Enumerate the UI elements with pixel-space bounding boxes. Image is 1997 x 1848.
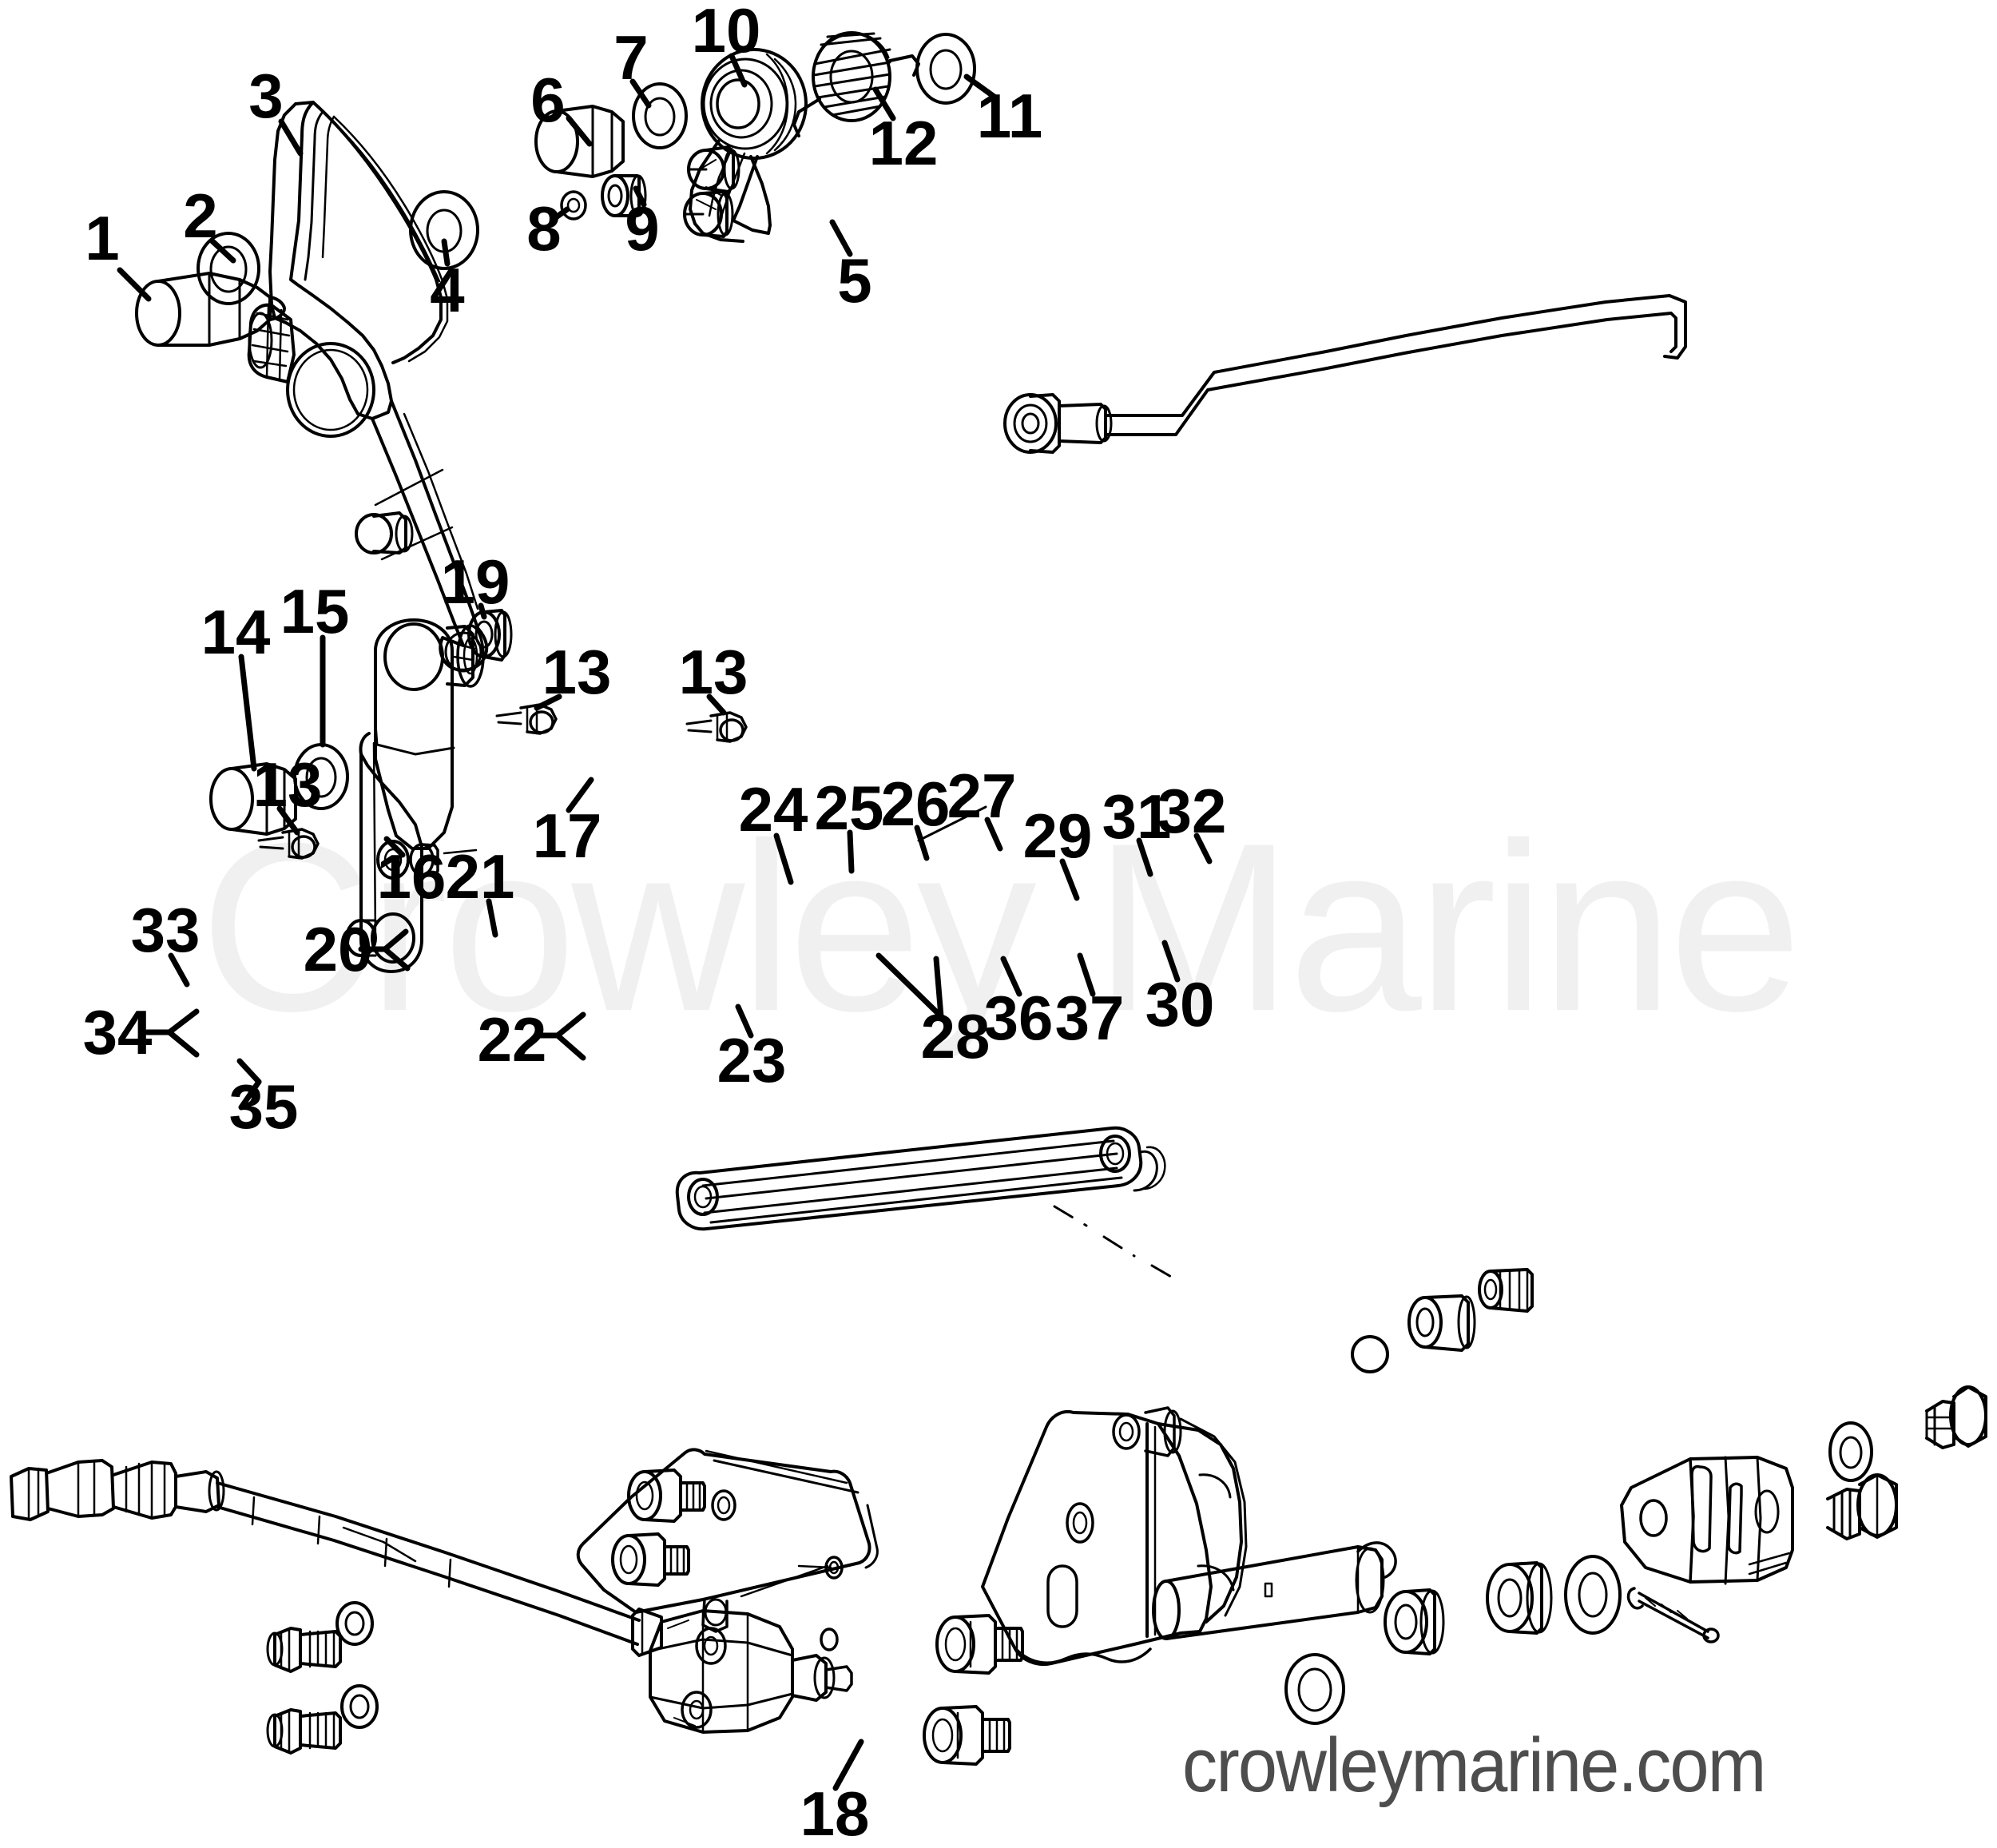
callout-19[interactable]: 19 <box>440 546 510 617</box>
part-24-shift-bracket <box>981 1406 1248 1666</box>
part-13-retaining-clip-a <box>495 703 558 735</box>
callout-12[interactable]: 12 <box>868 108 939 178</box>
part-34-screw-upper <box>266 1627 342 1673</box>
callout-27[interactable]: 27 <box>947 761 1017 831</box>
part-5-shift-rod <box>1003 294 1687 454</box>
callout-25[interactable]: 25 <box>814 773 884 843</box>
callout-26[interactable]: 26 <box>880 769 951 839</box>
part-23-shift-shaft <box>1152 1541 1397 1640</box>
part-22-screw-upper <box>935 1614 1024 1675</box>
callout-21[interactable]: 21 <box>445 841 515 912</box>
callout-30[interactable]: 30 <box>1145 969 1215 1039</box>
callout-37[interactable]: 37 <box>1054 983 1125 1053</box>
part-28-bushing-right <box>1486 1561 1553 1635</box>
part-26-bushing <box>1407 1294 1476 1352</box>
part-3-throttle-lever <box>247 101 489 673</box>
callout-1[interactable]: 1 <box>85 203 120 273</box>
callout-6[interactable]: 6 <box>530 65 566 135</box>
callout-22[interactable]: 22 <box>477 1004 547 1075</box>
part-10-cam-follower-lever <box>683 48 808 243</box>
callout-10[interactable]: 10 <box>691 0 761 66</box>
part-34-screw-lower <box>266 1708 342 1755</box>
callout-34[interactable]: 34 <box>82 997 153 1067</box>
callout-31[interactable]: 31 <box>1102 781 1172 852</box>
callout-32[interactable]: 32 <box>1157 776 1227 846</box>
callout-18[interactable]: 18 <box>800 1778 870 1848</box>
site-url-stamp: crowleymarine.com <box>1182 1723 1766 1808</box>
part-20-screw-lower <box>611 1532 690 1587</box>
leader-lines <box>117 53 1213 1791</box>
part-31-washer <box>1828 1421 1873 1482</box>
callout-35[interactable]: 35 <box>228 1071 299 1142</box>
part-29-detent-housing <box>1620 1456 1794 1585</box>
callout-14[interactable]: 14 <box>200 597 271 667</box>
callout-13-c[interactable]: 13 <box>252 749 323 820</box>
callout-3[interactable]: 3 <box>248 61 284 131</box>
part-13-retaining-clip-b <box>685 711 748 743</box>
callout-7[interactable]: 7 <box>613 22 649 93</box>
callout-28[interactable]: 28 <box>920 1001 991 1071</box>
callout-33[interactable]: 33 <box>130 895 200 965</box>
callout-5[interactable]: 5 <box>837 245 872 316</box>
part-22-screw-lower <box>923 1705 1011 1766</box>
callout-2[interactable]: 2 <box>183 181 218 251</box>
callout-13-a[interactable]: 13 <box>542 637 612 707</box>
callout-9[interactable]: 9 <box>625 193 660 264</box>
callout-16[interactable]: 16 <box>376 841 447 912</box>
part-16-shift-lever <box>345 618 485 973</box>
part-27-set-screw <box>1478 1268 1534 1313</box>
part-1-screw <box>135 272 286 347</box>
part-37-cotter-pin <box>1626 1587 1720 1643</box>
part-32-bolt <box>1925 1385 1987 1449</box>
callout-20[interactable]: 20 <box>303 914 373 984</box>
part-7-washer <box>632 82 688 149</box>
part-19-bushing <box>467 609 513 662</box>
part-17-link-rod <box>675 805 1184 1285</box>
part-36-washer <box>1564 1555 1622 1635</box>
callout-11[interactable]: 11 <box>976 81 1043 151</box>
part-33-neutral-start-switch <box>10 1459 853 1734</box>
part-11-washer <box>915 33 976 105</box>
callout-13-b[interactable]: 13 <box>678 637 748 707</box>
callout-15[interactable]: 15 <box>280 576 350 646</box>
part-8-washer-small <box>560 190 587 221</box>
callout-24[interactable]: 24 <box>738 774 808 845</box>
callout-17[interactable]: 17 <box>532 801 602 871</box>
part-30-bolt <box>1826 1473 1898 1540</box>
part-28-bushing-left <box>1384 1588 1445 1655</box>
part-2-washer <box>197 232 260 305</box>
callout-8[interactable]: 8 <box>526 193 562 264</box>
part-35-washer-lower <box>340 1684 379 1729</box>
callout-36[interactable]: 36 <box>983 983 1054 1053</box>
callout-4[interactable]: 4 <box>430 255 465 325</box>
part-18-washer <box>1284 1653 1345 1725</box>
part-25-detent-ball <box>1351 1335 1389 1373</box>
callout-29[interactable]: 29 <box>1022 801 1093 871</box>
part-20-screw-upper <box>627 1468 706 1523</box>
part-6-screw <box>534 105 625 178</box>
part-12-coil-spring <box>792 31 920 137</box>
part-35-washer-upper <box>335 1601 374 1646</box>
callout-23[interactable]: 23 <box>717 1025 787 1095</box>
